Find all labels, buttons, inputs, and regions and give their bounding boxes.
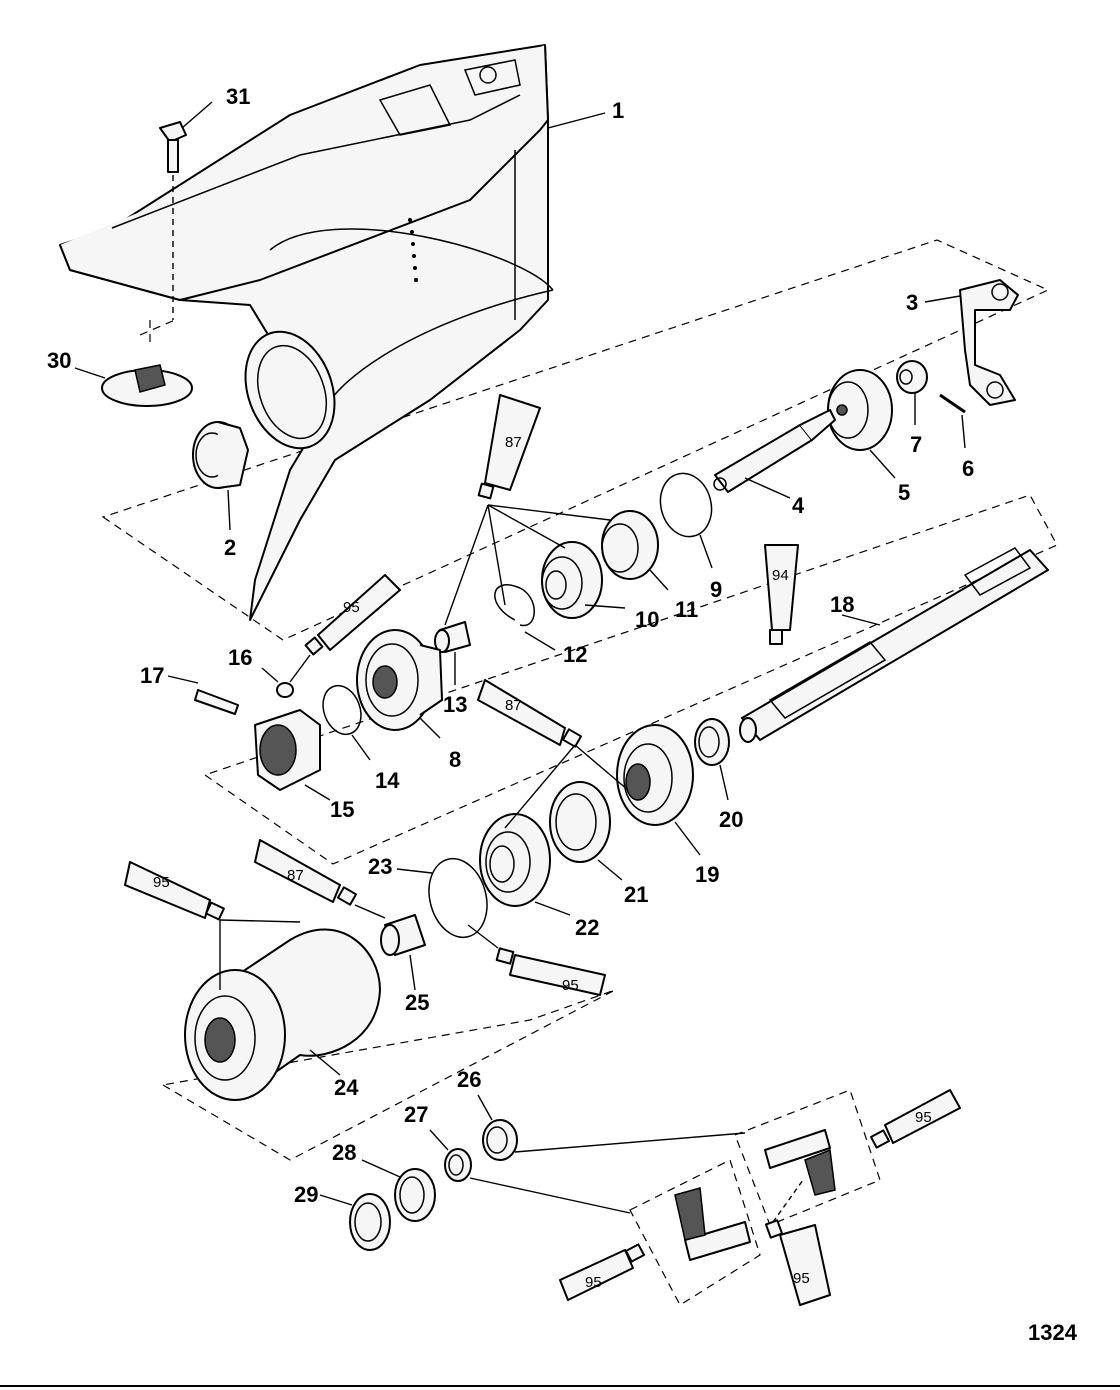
- shift-cup-5: [827, 369, 896, 479]
- forward-gear-8: [356, 629, 443, 739]
- thrust-washer-20: [694, 718, 730, 801]
- callout-labels: 1 2 3 4 5 6 7 8 9 10 11 12 13 14 15 16 1…: [47, 84, 974, 1207]
- sealant-tube-87-upper: 87: [444, 394, 611, 626]
- sealant-tube-95-inset-bottom: 95: [764, 1179, 831, 1306]
- callout-29: 29: [294, 1182, 318, 1207]
- sealant-tube-87-middle: 87: [477, 679, 629, 829]
- callout-30: 30: [47, 348, 71, 373]
- callout-17: 17: [140, 663, 164, 688]
- sheet-number: 1324: [1028, 1320, 1078, 1345]
- shift-shaft-4: [713, 409, 836, 499]
- tube-label-94: 94: [772, 567, 789, 584]
- callout-16: 16: [228, 645, 252, 670]
- retaining-ring-12: [494, 584, 556, 651]
- callout-4: 4: [792, 493, 805, 518]
- pin-6: [939, 393, 966, 449]
- tab-washer-28: [361, 1159, 436, 1222]
- bushing-13: [434, 621, 471, 685]
- callout-25: 25: [405, 990, 429, 1015]
- tube-label-95: 95: [793, 1270, 810, 1287]
- sealant-tube-95-left: 95: [124, 861, 301, 990]
- callout-28: 28: [332, 1140, 356, 1165]
- sealant-tube-95-inset-left: 95: [559, 1243, 645, 1301]
- callout-27: 27: [404, 1102, 428, 1127]
- tube-label-87: 87: [505, 434, 522, 451]
- callout-24: 24: [334, 1075, 359, 1100]
- bearing-carrier-24: [184, 928, 381, 1101]
- callout-1: 1: [612, 98, 624, 123]
- callout-31: 31: [226, 84, 250, 109]
- tube-label-95: 95: [153, 874, 170, 891]
- clutch-15: [254, 709, 331, 801]
- seal-2: [192, 421, 249, 531]
- leader-1: [547, 112, 606, 129]
- o-ring-9: [659, 472, 713, 569]
- callout-11: 11: [675, 597, 698, 622]
- callout-15: 15: [330, 797, 354, 822]
- tube-label-95: 95: [585, 1274, 602, 1291]
- callout-6: 6: [962, 456, 974, 481]
- seal-install-inset: [629, 1089, 881, 1306]
- tapered-bearing-10: [541, 541, 626, 619]
- callout-2: 2: [224, 535, 236, 560]
- tube-label-95: 95: [343, 599, 360, 616]
- callout-13: 13: [443, 692, 467, 717]
- callout-18: 18: [830, 592, 854, 617]
- tube-label-95: 95: [562, 977, 579, 994]
- nut-29: [319, 1193, 391, 1251]
- detent-16: [261, 667, 294, 698]
- callout-7: 7: [910, 432, 922, 457]
- callout-26: 26: [457, 1067, 481, 1092]
- coupler-7: [896, 360, 928, 425]
- callout-8: 8: [449, 747, 461, 772]
- callout-12: 12: [563, 642, 587, 667]
- callout-19: 19: [695, 862, 719, 887]
- dashed-group-outline-upper: [101, 239, 1050, 641]
- sealant-tube-95-inset-right: 95: [870, 1089, 961, 1149]
- callout-5: 5: [898, 480, 910, 505]
- bolt-31: [159, 121, 187, 320]
- ball-bearing-22: [479, 813, 571, 916]
- sealant-tube-95-middle: 95: [467, 924, 606, 996]
- callout-14: 14: [375, 768, 400, 793]
- callout-23: 23: [368, 854, 392, 879]
- callout-3: 3: [906, 290, 918, 315]
- snap-ring-14: [322, 684, 371, 761]
- sealant-tube-87-lower: 87: [254, 839, 386, 919]
- tube-label-87: 87: [287, 867, 304, 884]
- tube-label-87: 87: [505, 697, 522, 714]
- cross-pin-17: [167, 675, 239, 715]
- tube-label-95: 95: [915, 1109, 932, 1126]
- callout-20: 20: [719, 807, 743, 832]
- bearing-cup-11: [601, 510, 669, 591]
- dashed-group-outline-lower: [161, 989, 616, 1161]
- sealant-tube-95-upper: 95: [289, 574, 401, 683]
- leader-31: [181, 101, 213, 129]
- sealant-tube-94: 94: [764, 544, 799, 645]
- o-ring-23: [396, 857, 488, 939]
- shim-21: [549, 781, 623, 881]
- shift-linkage-3: [924, 279, 1019, 406]
- propeller-shaft-18: [739, 547, 1049, 743]
- callout-21: 21: [624, 882, 648, 907]
- callout-9: 9: [710, 577, 722, 602]
- gear-housing: [59, 44, 554, 621]
- seal-26: [477, 1094, 746, 1161]
- anode-30: [74, 319, 193, 407]
- callout-10: 10: [635, 607, 659, 632]
- needle-bearing-25: [380, 914, 426, 991]
- seal-27: [429, 1129, 631, 1214]
- reverse-gear-19: [616, 724, 701, 856]
- dashed-group-outline-middle: [203, 494, 1058, 865]
- callout-22: 22: [575, 915, 599, 940]
